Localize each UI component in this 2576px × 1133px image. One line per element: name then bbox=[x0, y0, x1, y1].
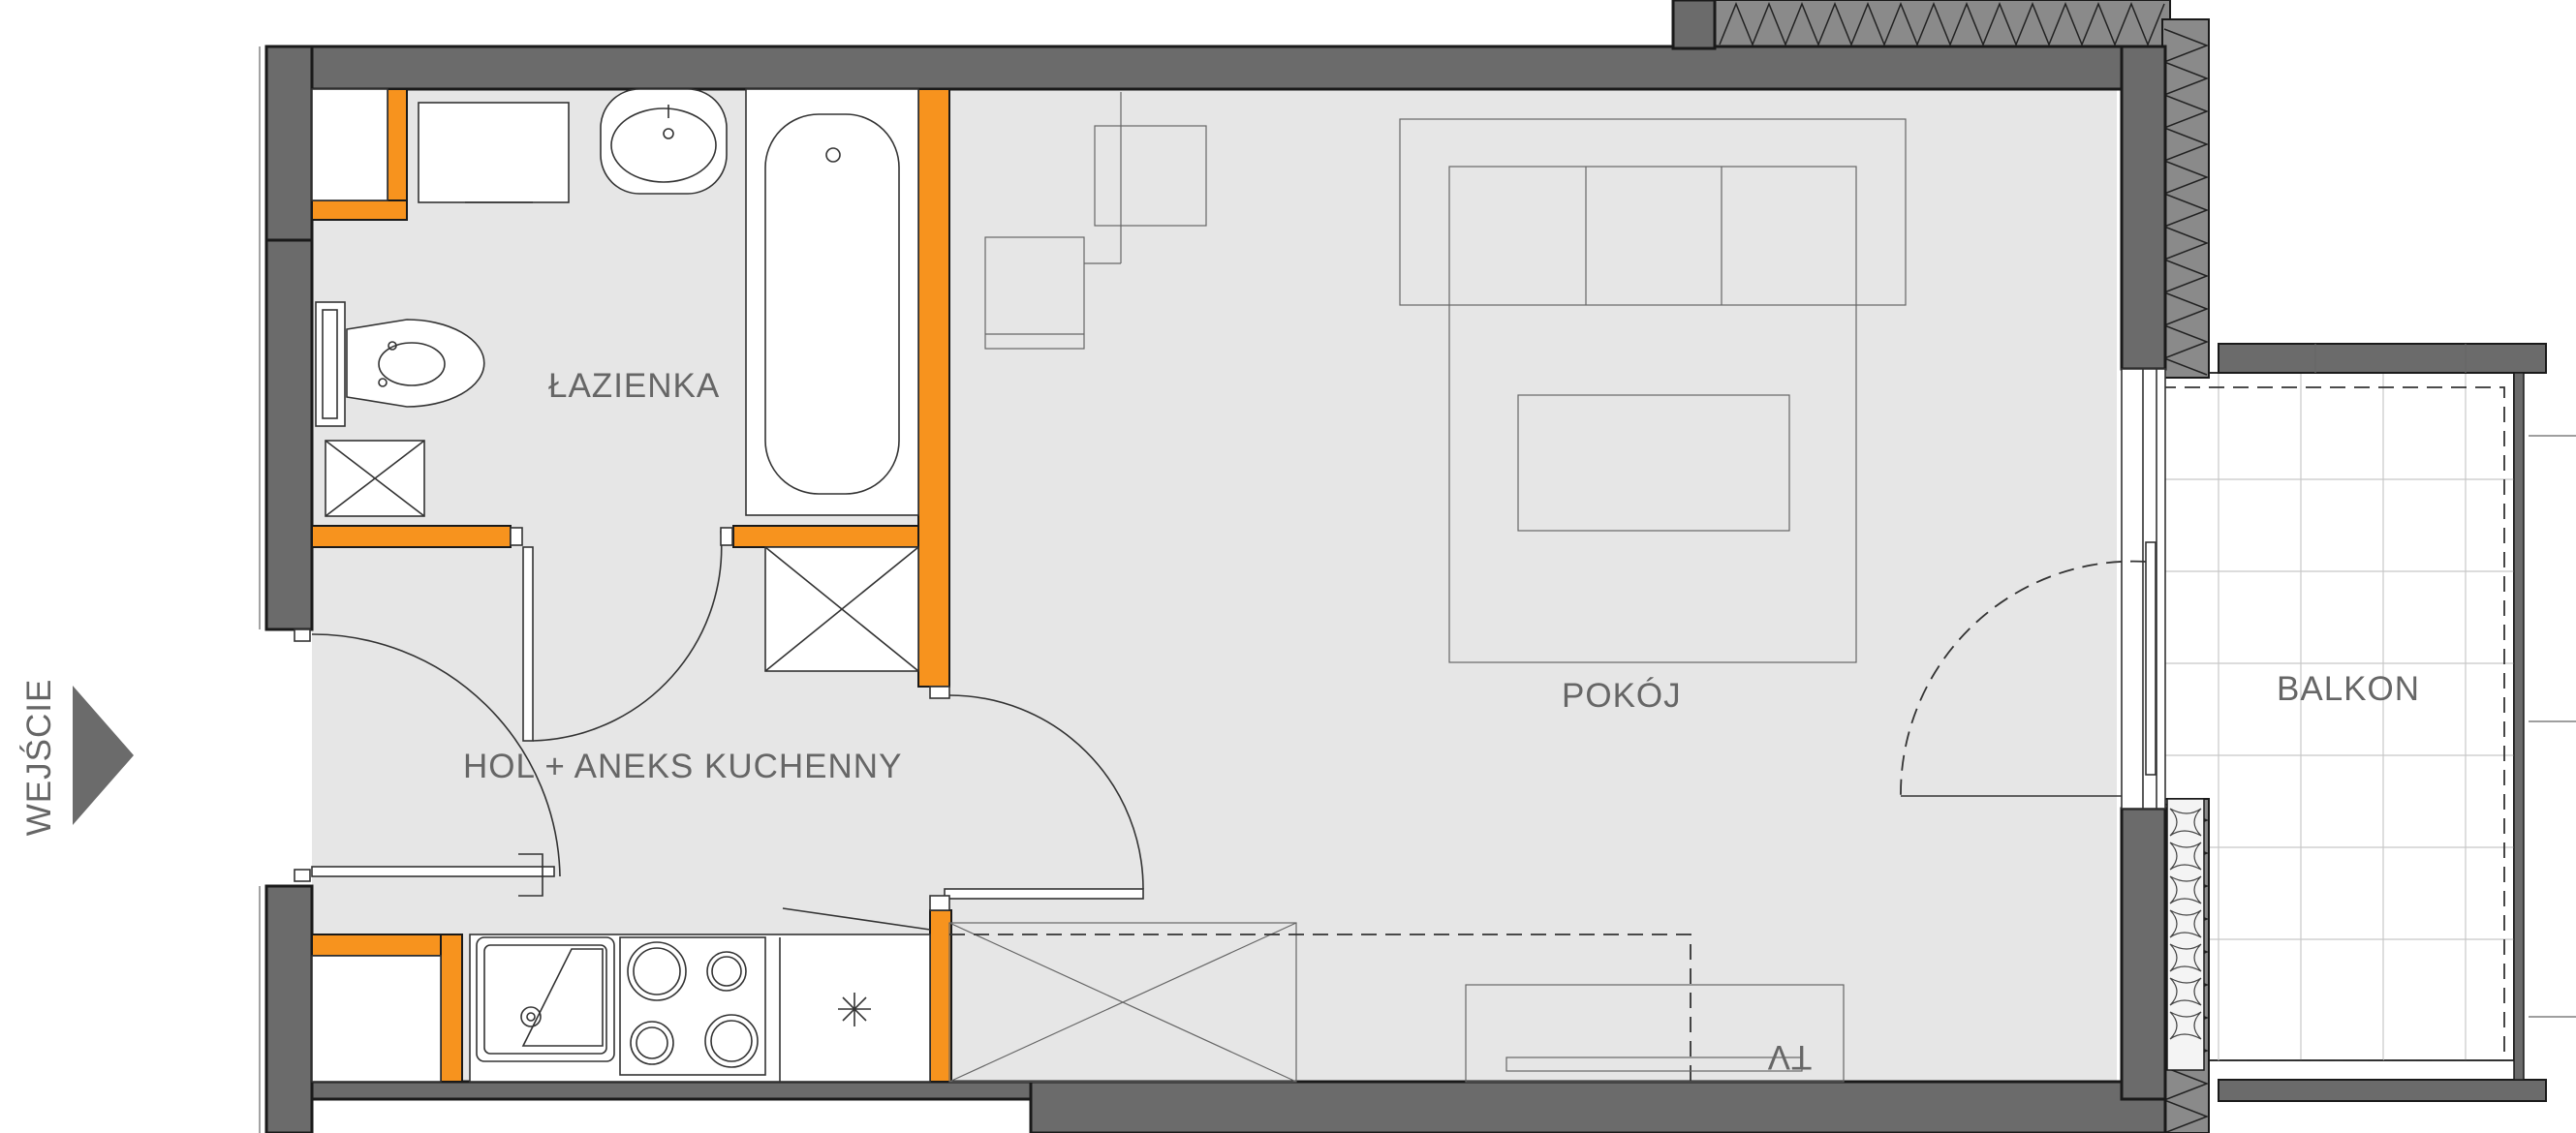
room-labels: ŁAZIENKA HOL + ANEKS KUCHENNY POKÓJ BALK… bbox=[19, 367, 2420, 1076]
wall-top bbox=[264, 45, 2167, 91]
fridge bbox=[311, 955, 442, 1083]
wall-bottom bbox=[1029, 1080, 2167, 1133]
floor-areas bbox=[312, 89, 2117, 1082]
label-tv: TV bbox=[1767, 1038, 1813, 1076]
washing-machine bbox=[311, 88, 388, 201]
wall-left-mid bbox=[264, 238, 314, 631]
counter bbox=[469, 934, 931, 1083]
balcony-railing-right bbox=[2513, 372, 2525, 1081]
tv-cabinet bbox=[1465, 984, 1845, 1083]
room-furniture bbox=[948, 92, 1907, 1083]
label-hall-kitchen: HOL + ANEKS KUCHENNY bbox=[463, 748, 902, 785]
toilet-tank bbox=[315, 301, 346, 427]
doors bbox=[294, 368, 2166, 931]
balcony-tiles bbox=[2156, 373, 2514, 1060]
bathroom-fixtures bbox=[311, 88, 919, 517]
wardrobe-room bbox=[948, 922, 1297, 1083]
partitions bbox=[311, 88, 952, 1083]
balcony bbox=[2155, 343, 2576, 1102]
ventilation-symbol bbox=[838, 993, 871, 1026]
wall-top-stub bbox=[1671, 0, 1717, 50]
balcony-railing-bottom bbox=[2218, 1079, 2547, 1102]
chair bbox=[984, 236, 1085, 350]
sofa bbox=[1399, 118, 1907, 306]
cabinet bbox=[418, 102, 570, 203]
coffee-table bbox=[1517, 394, 1790, 532]
toilet bbox=[346, 319, 485, 408]
wall-left-upper bbox=[264, 45, 314, 242]
bathtub bbox=[745, 88, 919, 516]
chair bbox=[1094, 125, 1207, 227]
balcony-floor bbox=[2155, 372, 2515, 1061]
sink bbox=[476, 936, 615, 1062]
label-bathroom: ŁAZIENKA bbox=[548, 367, 720, 405]
label-entrance: WEJŚCIE bbox=[19, 679, 58, 837]
wall-bottom-left bbox=[310, 1080, 1033, 1101]
label-room: POKÓJ bbox=[1562, 677, 1682, 715]
cooktop bbox=[619, 936, 766, 1076]
wall-right-lower bbox=[2120, 807, 2167, 1101]
entrance-door-leaf bbox=[311, 866, 555, 877]
exterior-walls bbox=[259, 0, 2167, 1133]
wall-right-upper bbox=[2120, 45, 2167, 371]
wall-left-lower bbox=[264, 884, 314, 1133]
hall-fixtures bbox=[311, 546, 919, 1083]
bed bbox=[1448, 166, 1857, 663]
tv bbox=[1505, 1056, 1803, 1072]
entrance-arrow-icon bbox=[73, 686, 134, 825]
kitchen-counter bbox=[469, 934, 931, 1083]
washbasin bbox=[600, 88, 728, 195]
balcony-railing-top bbox=[2218, 343, 2547, 374]
apartment-floor bbox=[312, 89, 2117, 1082]
label-balcony: BALKON bbox=[2277, 670, 2420, 708]
